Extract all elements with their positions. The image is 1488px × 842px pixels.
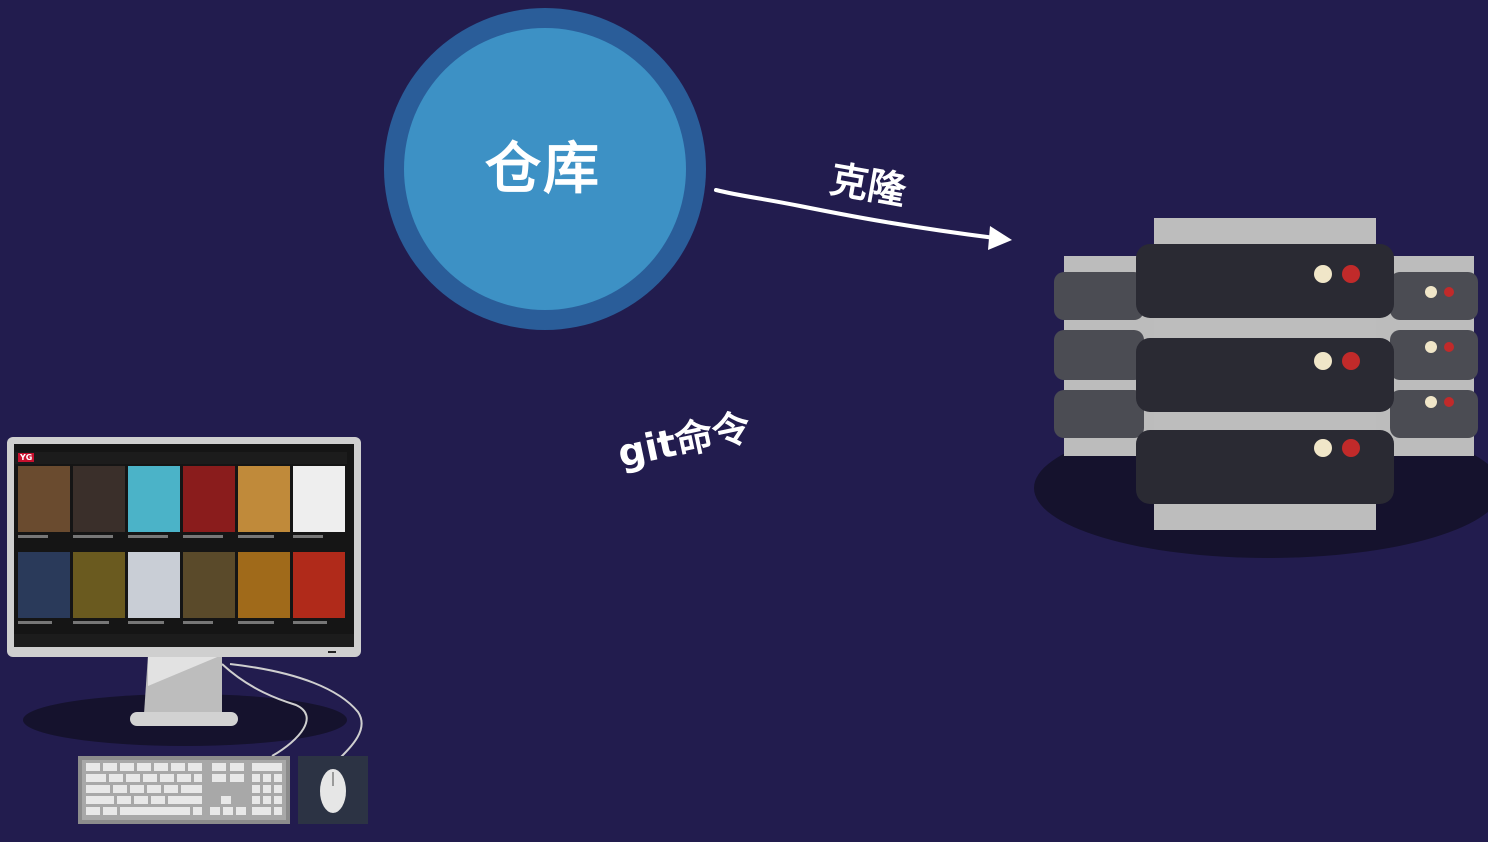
site-logo: YG — [18, 453, 35, 462]
repository-circle-inner: 仓库 — [404, 28, 686, 310]
monitor-screen-header: YG — [15, 452, 347, 464]
repository-label: 仓库 — [485, 136, 601, 202]
repository-circle: 仓库 — [384, 8, 706, 330]
